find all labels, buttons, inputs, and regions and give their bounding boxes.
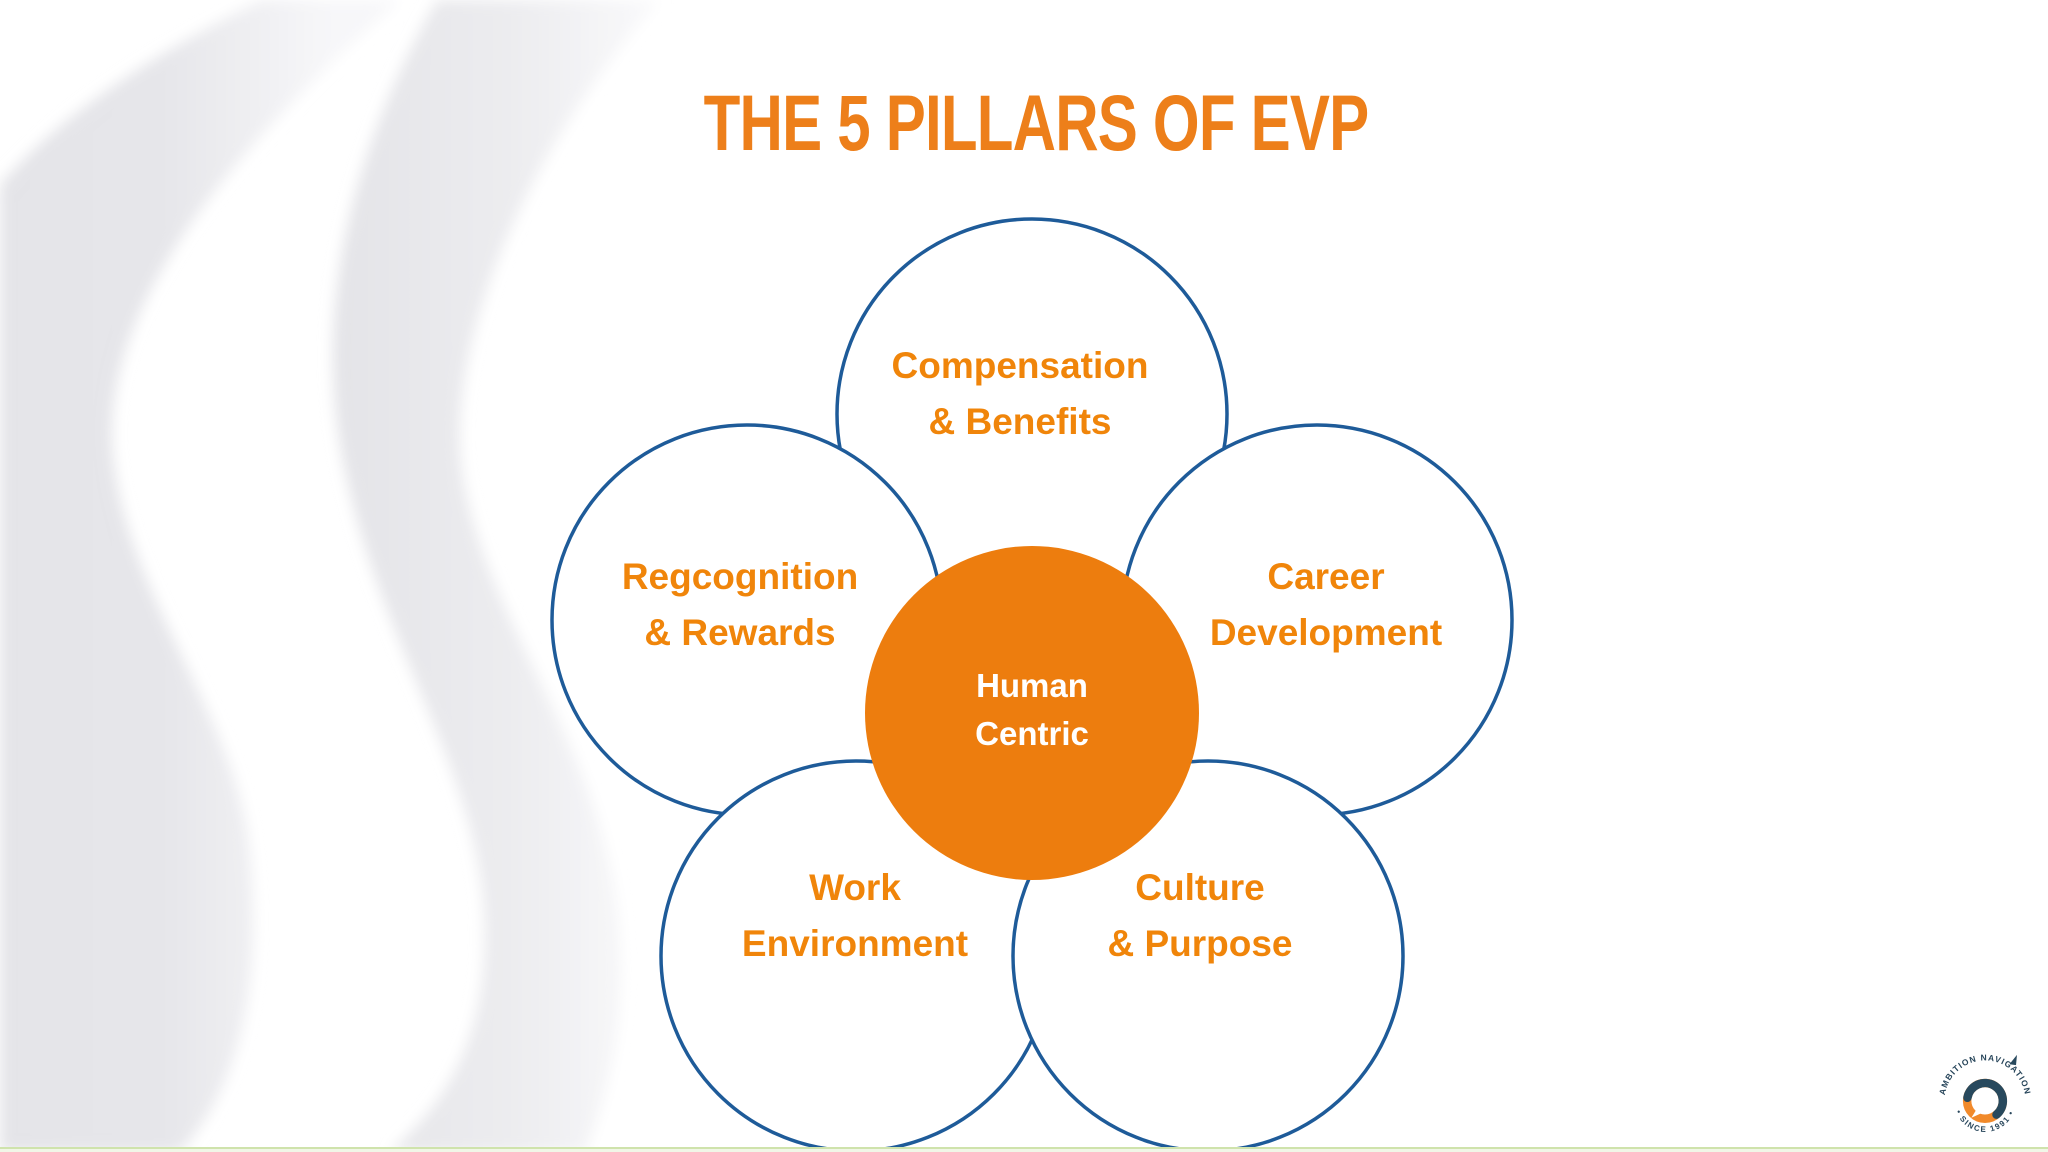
label-line: Work: [809, 867, 901, 908]
label-line: Development: [1209, 612, 1443, 653]
label-human-centric: Human Centric: [975, 662, 1089, 758]
label-line: Regcognition: [621, 556, 859, 597]
page-title-text: THE 5 PILLARS OF EVP: [703, 79, 1370, 168]
wave-band-left: [0, 0, 400, 1152]
circle-human-centric: [865, 546, 1199, 880]
bottom-edge-strip: [0, 1147, 2048, 1152]
wave-band-right: [333, 0, 660, 1152]
logo-sail-icon: [2009, 1054, 2017, 1066]
ambition-navigation-logo: AMBITION NAVIGATION • SINCE 1991 •: [1938, 1052, 2032, 1134]
label-line: & Rewards: [644, 612, 836, 653]
label-culture-purpose: Culture & Purpose: [1107, 860, 1292, 972]
label-line: Human: [976, 667, 1088, 704]
label-line: Compensation: [891, 345, 1149, 386]
logo-swirl-icon: [1962, 1078, 2008, 1123]
label-line: Culture: [1135, 867, 1265, 908]
label-compensation-benefits: Compensation & Benefits: [892, 338, 1149, 450]
label-line: Centric: [975, 715, 1089, 752]
label-recognition-rewards: Regcognition & Rewards: [622, 549, 858, 661]
label-work-environment: Work Environment: [742, 860, 968, 972]
label-line: Environment: [741, 923, 969, 964]
background-waves: [0, 0, 660, 1152]
label-line: Career: [1267, 556, 1385, 597]
label-line: & Benefits: [928, 401, 1112, 442]
page-title: THE 5 PILLARS OF EVP: [615, 78, 1456, 168]
label-career-development: Career Development: [1210, 549, 1442, 661]
label-line: & Purpose: [1107, 923, 1293, 964]
